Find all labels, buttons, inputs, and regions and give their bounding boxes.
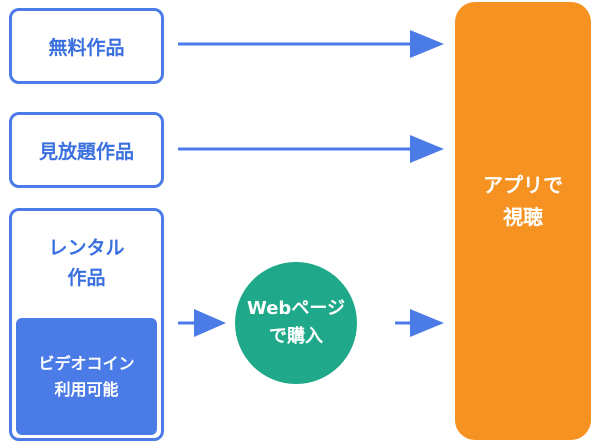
- available-label: 利用可能: [54, 379, 119, 399]
- web-page-label: Webページ: [247, 298, 345, 319]
- free-content-box: 無料作品: [9, 8, 164, 84]
- unlimited-content-box: 見放題作品: [9, 112, 164, 188]
- app-viewing-box: アプリで 視聴: [455, 2, 591, 440]
- rental-label-line2: 作品: [67, 267, 106, 289]
- web-purchase-circle: Webページ で購入: [235, 262, 357, 384]
- purchase-label: で購入: [269, 326, 323, 347]
- arrow-rental-to-purchase: [178, 309, 226, 337]
- app-label: アプリで: [483, 173, 563, 197]
- video-coin-box: ビデオコイン 利用可能: [16, 318, 157, 435]
- arrow-unlimited-to-app: [178, 135, 444, 163]
- free-content-label: 無料作品: [48, 36, 125, 59]
- viewing-label: 視聴: [503, 205, 543, 229]
- video-coin-label: ビデオコイン: [38, 353, 135, 373]
- rental-content-title: レンタル 作品: [48, 233, 124, 293]
- rental-label-line1: レンタル: [48, 237, 125, 259]
- unlimited-content-label: 見放題作品: [38, 140, 134, 163]
- arrow-free-to-app: [178, 30, 444, 58]
- arrow-purchase-to-app: [395, 309, 444, 337]
